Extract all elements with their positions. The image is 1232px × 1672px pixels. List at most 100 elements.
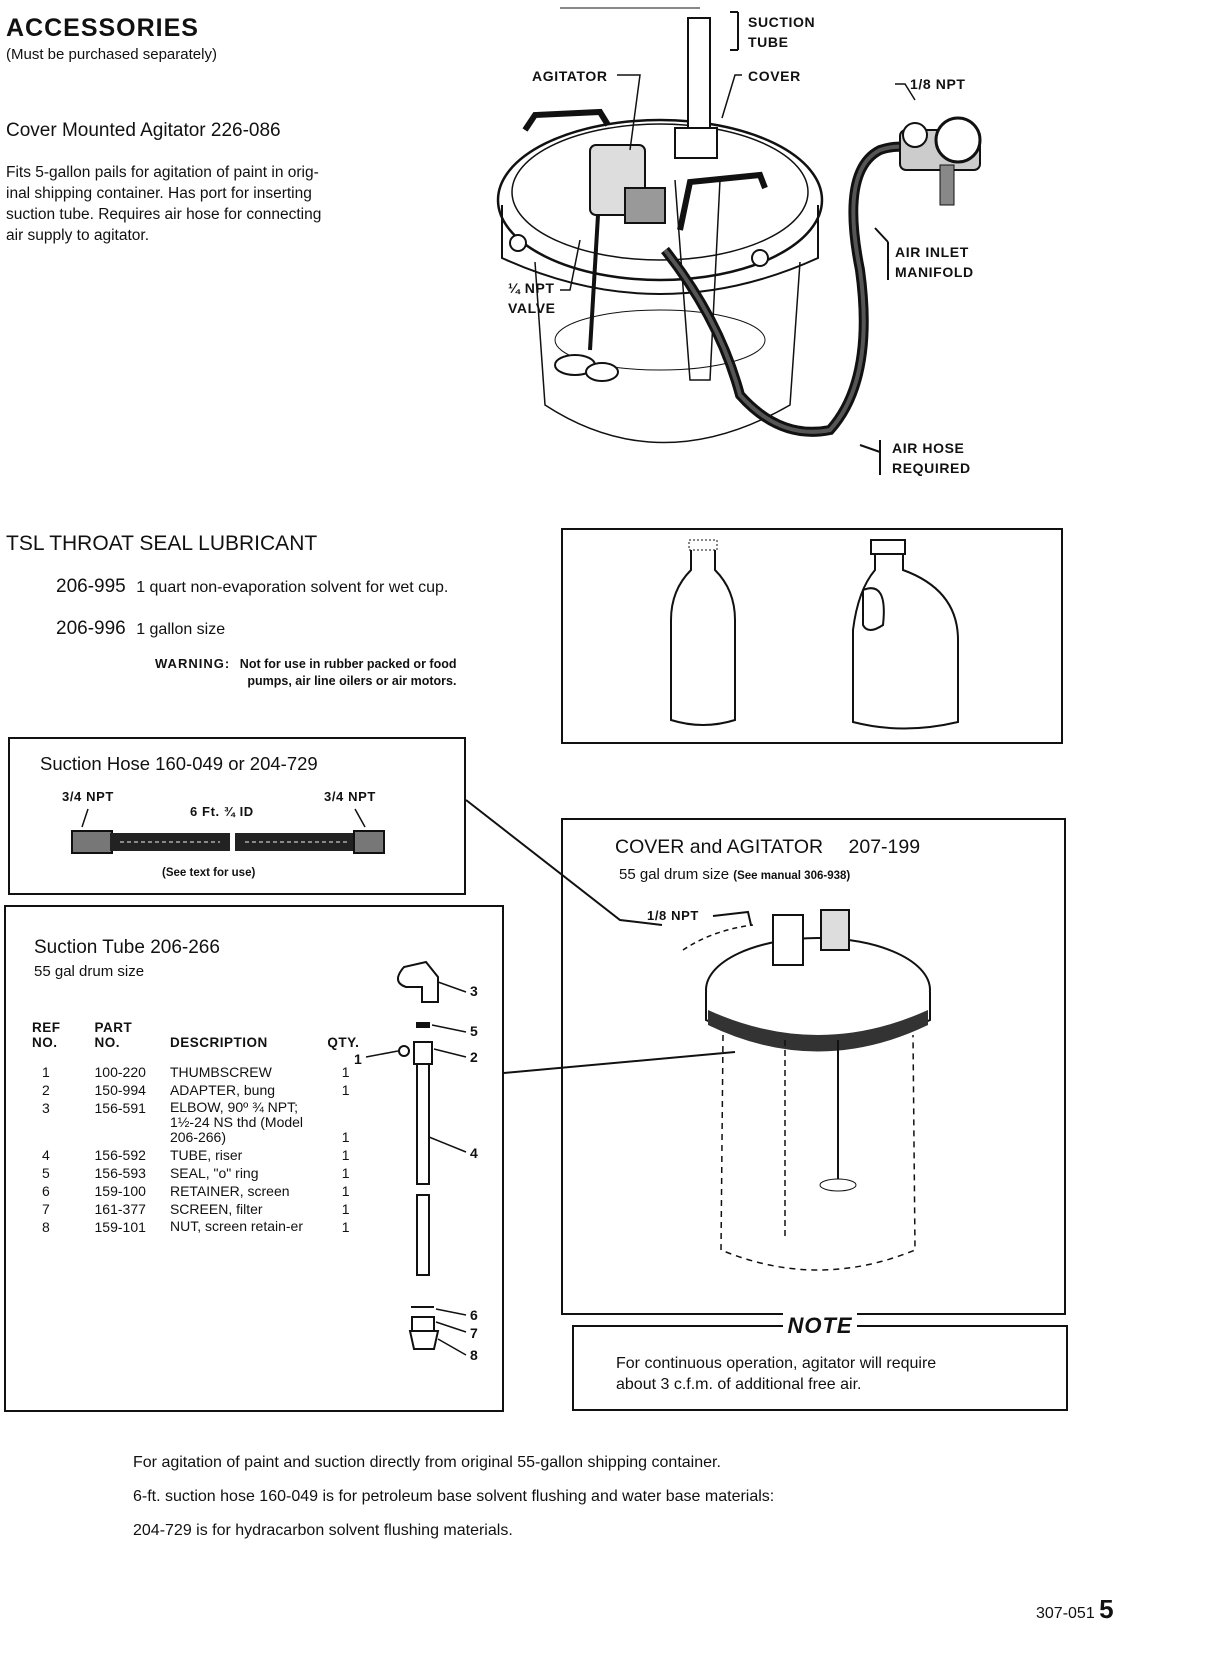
- cell-qty: 1: [341, 1219, 350, 1235]
- label-cover: COVER: [748, 68, 801, 84]
- header-line: NO.: [32, 1035, 58, 1050]
- label-line: VALVE: [508, 300, 556, 316]
- label-agitator: AGITATOR: [532, 68, 608, 84]
- doc-number: 307-051: [1036, 1605, 1095, 1622]
- desc-line: suction tube. Requires air hose for conn…: [6, 206, 322, 223]
- label-line: AIR INLET: [895, 244, 969, 260]
- cell-qty: 1: [341, 1147, 350, 1163]
- page-number: 307-051 5: [1036, 1594, 1114, 1625]
- cell-desc: RETAINER, screen: [169, 1183, 290, 1199]
- tsl-item: 206-995 1 quart non-evaporation solvent …: [56, 576, 448, 598]
- label-suction-tube: SUCTION TUBE: [748, 12, 815, 52]
- page-num: 5: [1099, 1594, 1114, 1624]
- table-row: 7 161-377 SCREEN, filter 1: [32, 1200, 364, 1218]
- note-line: about 3 c.f.m. of additional free air.: [616, 1376, 862, 1393]
- header-line: REF: [32, 1020, 61, 1035]
- header-line: PART: [94, 1020, 133, 1035]
- cell-ref: 5: [42, 1165, 50, 1181]
- warning-label: WARNING:: [155, 656, 231, 671]
- cell-qty: 1: [341, 1201, 350, 1217]
- pail-agitator-figure: [496, 7, 982, 475]
- callout-3: 3: [470, 983, 479, 999]
- table-row: 1 100-220 THUMBSCREW 1: [32, 1063, 364, 1081]
- callout-5: 5: [470, 1023, 479, 1039]
- section-title: ACCESSORIES: [6, 14, 199, 42]
- header-qty: QTY.: [327, 1035, 360, 1050]
- cell-ref: 1: [42, 1064, 50, 1080]
- cover-agitator-box: COVER and AGITATOR 207-199 55 gal drum s…: [561, 818, 1066, 1315]
- warning-text: Not for use in rubber packed or food pum…: [240, 656, 457, 690]
- cell-ref: 4: [42, 1147, 50, 1163]
- footer-text: For agitation of paint and suction direc…: [133, 1446, 774, 1548]
- tsl-item: 206-996 1 gallon size: [56, 618, 225, 640]
- cell-desc: SCREEN, filter: [169, 1201, 263, 1217]
- cell-qty: 1: [341, 1064, 350, 1080]
- suction-tube-box: Suction Tube 206-266 55 gal drum size RE…: [4, 905, 504, 1412]
- cell-desc: THUMBSCREW: [169, 1064, 272, 1080]
- tsl-part: 206-995: [56, 576, 126, 597]
- cell-part: 159-101: [94, 1219, 146, 1235]
- left-npt-label: 3/4 NPT: [62, 789, 114, 804]
- label-line: TUBE: [748, 34, 789, 50]
- agitator-title: Cover Mounted Agitator 226-086: [6, 120, 281, 141]
- cell-ref: 2: [42, 1082, 50, 1098]
- cell-ref: 3: [42, 1100, 50, 1116]
- footer-line: 6-ft. suction hose 160-049 is for petrol…: [133, 1488, 775, 1505]
- header-line: NO.: [94, 1035, 121, 1050]
- callout-7: 7: [470, 1325, 479, 1341]
- label-line: REQUIRED: [892, 460, 971, 476]
- desc-line: inal shipping container. Has port for in…: [6, 185, 312, 202]
- label-line: MANIFOLD: [895, 264, 974, 280]
- right-npt-label: 3/4 NPT: [324, 789, 376, 804]
- footer-line: For agitation of paint and suction direc…: [133, 1454, 721, 1471]
- note-header: NOTE: [574, 1313, 1066, 1339]
- tsl-title: TSL THROAT SEAL LUBRICANT: [6, 532, 318, 555]
- callout-1: 1: [354, 1051, 363, 1067]
- hose-note: (See text for use): [162, 867, 256, 879]
- desc-line: air supply to agitator.: [6, 227, 150, 244]
- note-label: NOTE: [783, 1313, 857, 1338]
- cell-ref: 7: [42, 1201, 50, 1217]
- cell-part: 100-220: [94, 1064, 146, 1080]
- lubricant-bottles-box: [561, 528, 1063, 744]
- callout-8: 8: [470, 1347, 479, 1363]
- suction-hose-title: Suction Hose 160-049 or 204-729: [40, 753, 318, 774]
- cell-part: 156-592: [94, 1147, 146, 1163]
- note-box: NOTE For continuous operation, agitator …: [572, 1313, 1068, 1411]
- drum-illustration: [682, 909, 931, 1271]
- callout-6: 6: [470, 1307, 479, 1323]
- tsl-desc: 1 gallon size: [136, 621, 226, 638]
- label-line: AIR HOSE: [892, 440, 965, 456]
- cell-qty: 1: [341, 1183, 350, 1199]
- cover-agitator-title: COVER and AGITATOR 207-199: [615, 836, 920, 859]
- title-text: COVER and AGITATOR: [615, 836, 824, 858]
- cell-qty: 1: [341, 1082, 350, 1098]
- suction-tube-size: 55 gal drum size: [34, 963, 145, 980]
- label-air-inlet-manifold: AIR INLET MANIFOLD: [895, 242, 974, 282]
- callout-4: 4: [470, 1145, 479, 1161]
- label-air-hose: AIR HOSE REQUIRED: [892, 438, 971, 478]
- note-text: For continuous operation, agitator will …: [616, 1353, 936, 1395]
- warning-line: Not for use in rubber packed or food: [239, 657, 457, 671]
- cell-part: 161-377: [94, 1201, 146, 1217]
- cell-part: 150-994: [94, 1082, 146, 1098]
- warning-line: pumps, air line oilers or air motors.: [247, 674, 457, 688]
- desc-line: Fits 5-gallon pails for agitation of pai…: [6, 164, 319, 181]
- part-number: 207-199: [848, 836, 921, 858]
- agitator-description: Fits 5-gallon pails for agitation of pai…: [6, 162, 406, 246]
- tsl-part: 206-996: [56, 618, 126, 639]
- suction-tube-title: Suction Tube 206-266: [34, 937, 220, 958]
- suction-hose-box: Suction Hose 160-049 or 204-729 3/4 NPT …: [8, 737, 466, 895]
- tsl-warning: WARNING: Not for use in rubber packed or…: [155, 656, 456, 690]
- suction-tube-exploded-view: [365, 960, 467, 1356]
- hose-length-label: 6 Ft. ¾ ID: [190, 804, 254, 819]
